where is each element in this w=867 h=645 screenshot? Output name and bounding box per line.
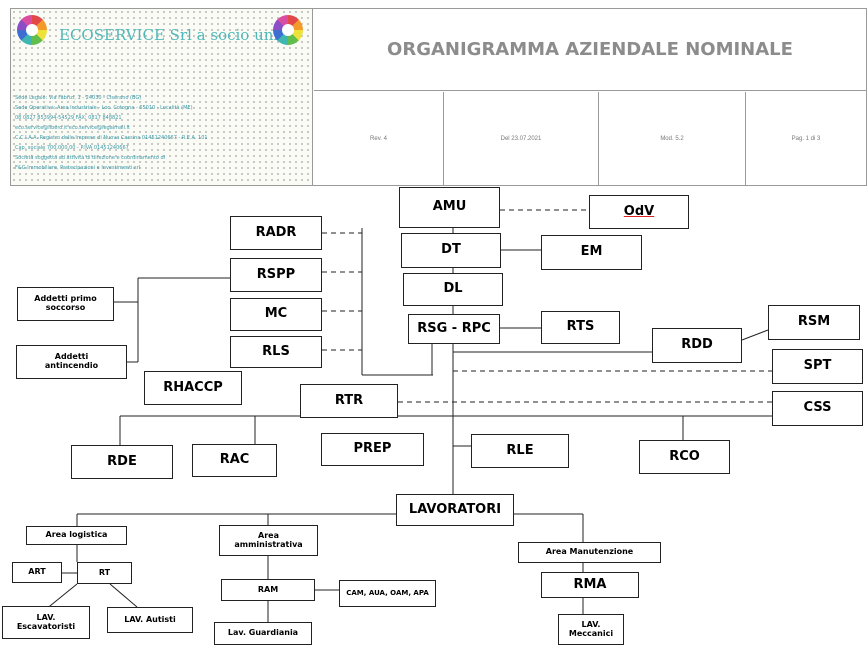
node-area-manutenzione: Area Manutenzione: [518, 542, 661, 563]
node-addetti-primo-soccorso: Addetti primo soccorso: [17, 287, 114, 321]
node-prep: PREP: [321, 433, 424, 466]
company-info-panel: ECOSERVICE Srl a socio unico Sede Legale…: [11, 9, 313, 185]
date-label: Del 23.07.2021: [444, 92, 599, 185]
model-label: Mod. 5.2: [599, 92, 746, 185]
address-line: Cap. sociale 700.000,00 - P.IVA 01451240…: [15, 145, 129, 151]
node-rts: RTS: [541, 311, 620, 344]
node-rsm: RSM: [768, 305, 860, 340]
node-art: ART: [12, 562, 62, 583]
node-rsg-rpc: RSG - RPC: [408, 314, 500, 344]
node-rde: RDE: [71, 445, 173, 479]
node-amu: AMU: [399, 187, 500, 228]
address-line: 08 0827 853994-54529 FAX: 0817 848821: [15, 115, 122, 121]
node-mc: MC: [230, 298, 322, 331]
node-rac: RAC: [192, 444, 277, 477]
node-dt: DT: [401, 233, 501, 268]
company-name: ECOSERVICE Srl a socio unico: [59, 26, 296, 44]
node-lav-meccanici: LAV. Meccanici: [558, 614, 624, 645]
node-rt: RT: [77, 562, 132, 584]
dashed-connectors: [322, 209, 772, 403]
node-rdd: RDD: [652, 328, 742, 363]
solid-connectors: [44, 228, 800, 622]
node-ram: RAM: [221, 579, 315, 601]
node-lav-autisti: LAV. Autisti: [107, 607, 193, 633]
node-rco: RCO: [639, 440, 730, 474]
node-lavoratori: LAVORATORI: [396, 494, 514, 526]
address-line: F&G Immobiliare, Partecipazioni e Invest…: [15, 165, 141, 171]
node-spt: SPT: [772, 349, 863, 384]
node-rma: RMA: [541, 572, 639, 598]
company-logo-icon: [17, 15, 47, 45]
address-line: Sede Operativa: Area Industriale - Loc. …: [15, 105, 193, 111]
node-area-amministrativa: Area amministrativa: [219, 525, 318, 556]
revision-label: Rev. 4: [314, 92, 444, 185]
document-header: ECOSERVICE Srl a socio unico Sede Legale…: [10, 8, 867, 186]
document-title: ORGANIGRAMMA AZIENDALE NOMINALE: [314, 9, 866, 91]
node-odv-label: OdV: [623, 203, 655, 219]
node-rle: RLE: [471, 434, 569, 468]
node-area-logistica: Area logistica: [26, 526, 127, 545]
node-em: EM: [541, 235, 642, 270]
page-label: Pag. 1 di 3: [791, 135, 821, 142]
node-css: CSS: [772, 391, 863, 426]
node-addetti-antincendio: Addetti antincendio: [16, 345, 127, 379]
node-rspp: RSPP: [230, 258, 322, 292]
address-line: eco.service@libero.it eco.service@legalm…: [15, 125, 130, 131]
address-line: C.C.I.A.A. Registro delle Imprese di Nuo…: [15, 135, 208, 141]
node-lav-escavatoristi: LAV. Escavatoristi: [2, 606, 90, 639]
node-cam-aua-oam-apa: CAM, AUA, OAM, APA: [339, 580, 436, 607]
node-odv: OdV: [589, 195, 689, 229]
address-line: Sede Legale: Via Fabrizi, 1 - 24030 - Ci…: [15, 95, 142, 101]
address-line: Società soggetta ad attività di direzion…: [15, 155, 166, 161]
node-rtr: RTR: [300, 384, 398, 418]
node-radr: RADR: [230, 216, 322, 250]
node-rls: RLS: [230, 336, 322, 368]
node-rhaccp: RHACCP: [144, 371, 242, 405]
node-dl: DL: [403, 273, 503, 306]
company-logo-icon: [273, 15, 303, 45]
node-lav-guardiania: Lav. Guardiania: [214, 622, 312, 645]
